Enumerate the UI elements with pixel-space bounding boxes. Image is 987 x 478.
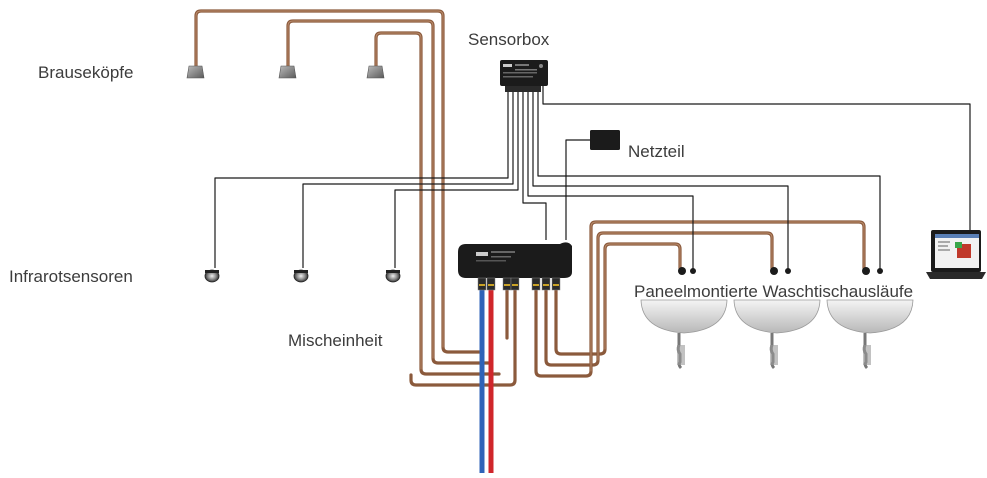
cable-sensor-3 xyxy=(394,92,519,268)
shower-head-icon xyxy=(366,65,385,79)
washbasin-icon xyxy=(640,299,728,370)
label-mixing-unit: Mischeinheit xyxy=(288,331,383,350)
label-sensorbox: Sensorbox xyxy=(468,30,550,49)
cable-sensor-2 xyxy=(302,92,514,268)
shower-head-icon xyxy=(278,65,297,79)
cable-sensor-1 xyxy=(214,92,509,268)
cable-tap-3 xyxy=(537,92,881,270)
label-panel-taps: Paneelmontierte Waschtischausläufe xyxy=(634,282,914,301)
power-supply-device xyxy=(590,130,620,150)
cable-tap-2 xyxy=(532,92,789,270)
cable-power-supply xyxy=(565,139,590,240)
tap-sensors xyxy=(678,267,883,275)
pipe-shower-head-2 xyxy=(286,19,493,365)
copper-pipes xyxy=(194,9,866,387)
washbasin-icon xyxy=(733,299,821,370)
sensorbox-device xyxy=(500,60,548,92)
supply-pipes xyxy=(479,290,494,473)
label-shower-heads: Brauseköpfe xyxy=(38,63,134,82)
infrared-sensor-icon xyxy=(204,269,220,283)
shower-heads xyxy=(186,65,385,79)
infrared-sensor-icon xyxy=(385,269,401,283)
pipe-shower-head-1 xyxy=(194,9,485,354)
laptop-icon xyxy=(926,230,986,279)
signal-cables xyxy=(214,84,971,270)
washbasin-icon xyxy=(826,299,914,370)
cable-tap-1 xyxy=(527,92,694,270)
cable-mixer xyxy=(522,92,547,240)
washbasins xyxy=(640,299,914,370)
pipe-mixer-out-1 xyxy=(409,288,517,387)
mixing-unit-device xyxy=(458,242,572,291)
infrared-sensor-icon xyxy=(293,269,309,283)
label-power-supply: Netzteil xyxy=(628,142,685,161)
label-infrared-sensors: Infrarotsensoren xyxy=(9,267,133,286)
shower-head-icon xyxy=(186,65,205,79)
cable-laptop xyxy=(542,84,971,230)
infrared-sensors xyxy=(204,269,401,283)
